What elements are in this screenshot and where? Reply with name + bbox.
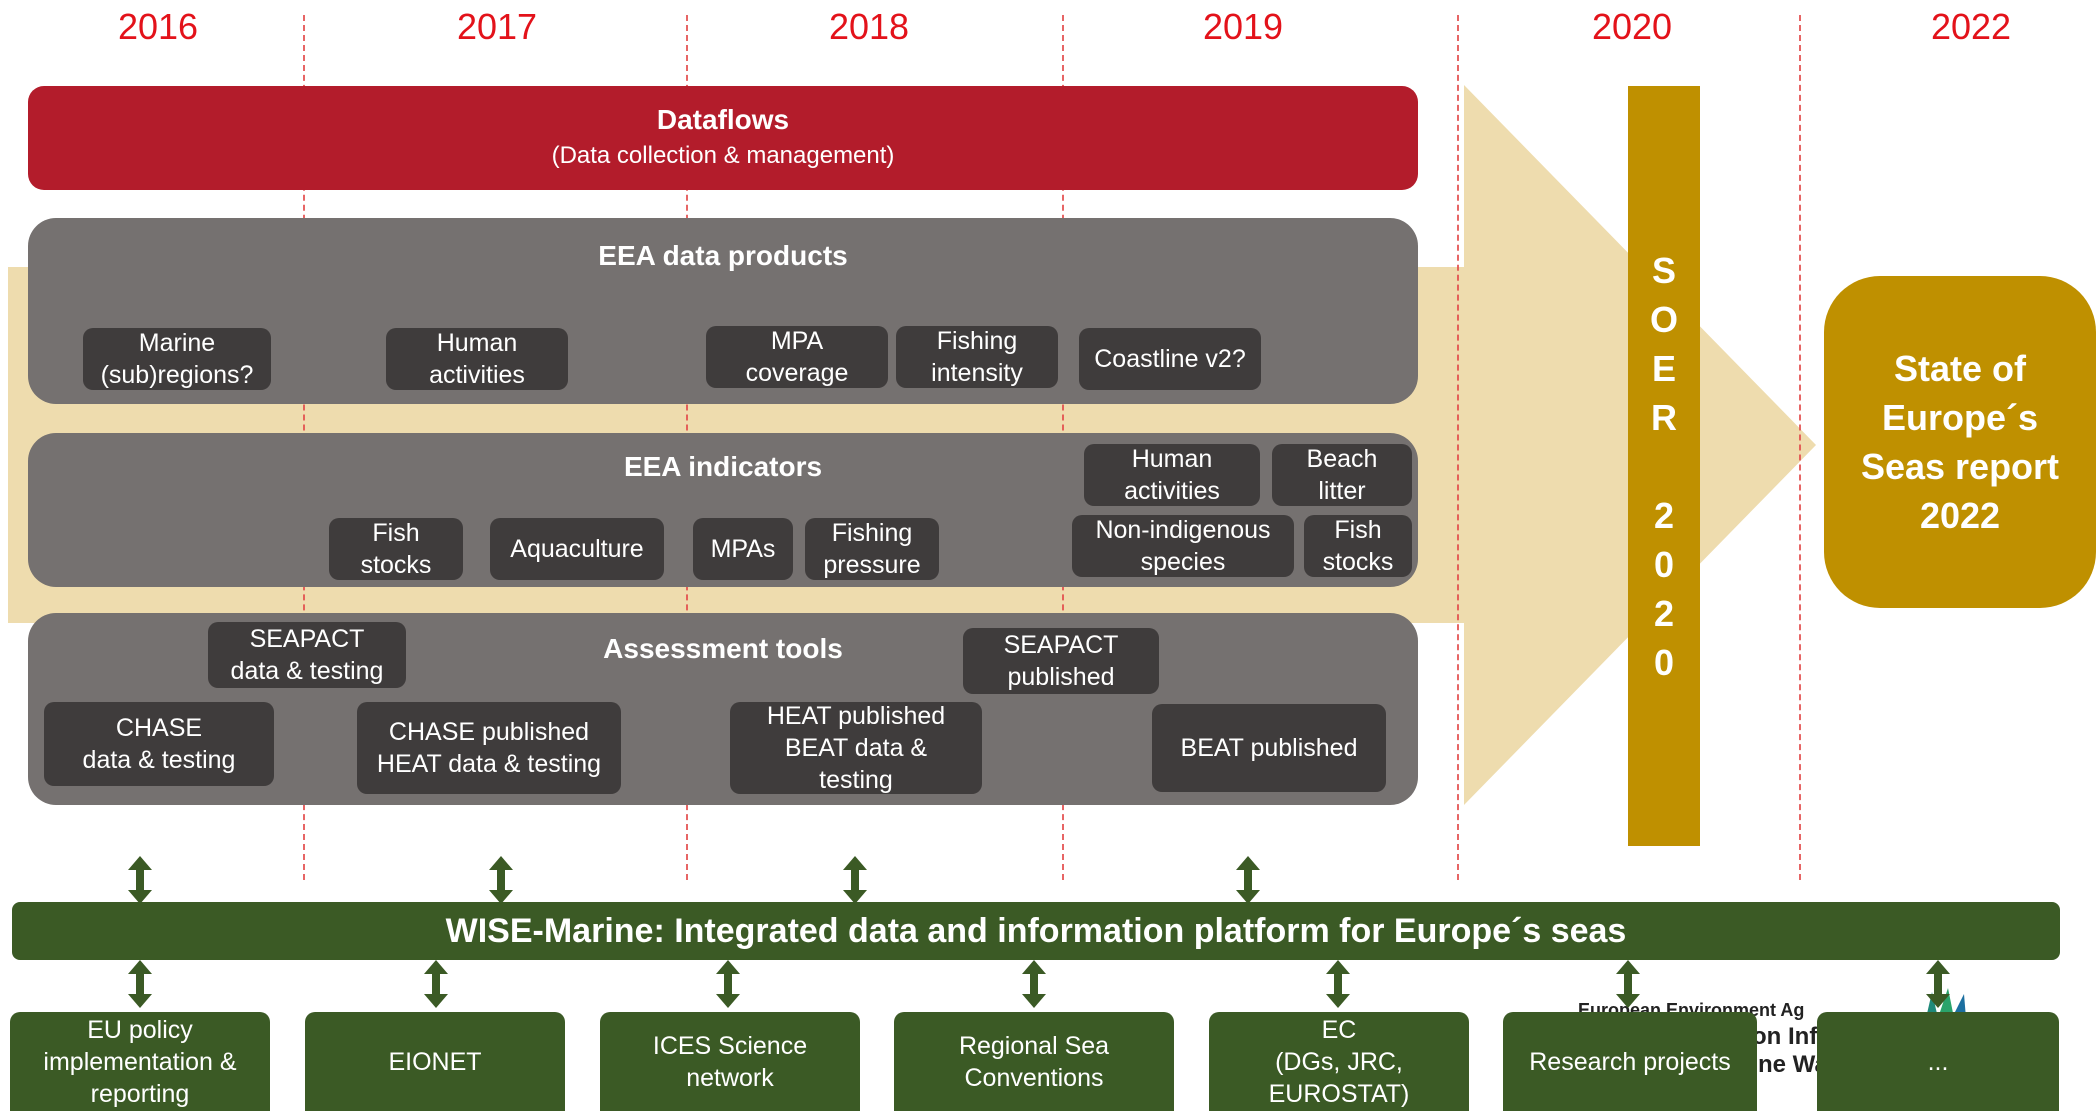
eea-logo-line3: ne Wa: [1758, 1051, 1828, 1078]
dataflows-title: Dataflows: [656, 104, 790, 135]
indicator-beach-litter: Beach litter: [1272, 444, 1412, 506]
soer-letter: 2: [1653, 593, 1675, 634]
data-products-title: EEA data products: [598, 240, 848, 271]
double-arrow-icon: [1236, 856, 1260, 904]
tool-heat-published-beat-data: HEAT published BEAT data & testing: [730, 702, 982, 794]
partner-regional-sea-conventions: Regional Sea Conventions: [894, 1012, 1174, 1111]
double-arrow-icon: [1022, 960, 1046, 1008]
soer-letter: S: [1651, 250, 1676, 291]
double-arrow-icon: [1326, 960, 1350, 1008]
dataflows-bar: Dataflows (Data collection & management): [28, 86, 1418, 190]
product-marine-subregions: Marine (sub)regions?: [83, 328, 271, 390]
state-of-europes-seas-report: State of Europe´s Seas report 2022: [1824, 276, 2096, 608]
partner-research-projects: Research projects: [1503, 1012, 1757, 1111]
double-arrow-icon: [128, 856, 152, 904]
soer-letter: R: [1651, 397, 1677, 438]
soer-2020-bar: S O E R 2 0 2 0: [1628, 86, 1700, 846]
year-divider-4: [1457, 15, 1459, 880]
double-arrow-icon: [716, 960, 740, 1008]
soer-letter: E: [1651, 348, 1676, 389]
soer-letter: O: [1649, 299, 1678, 340]
indicator-fish-stocks-2: Fish stocks: [1304, 515, 1412, 577]
indicator-human-activities: Human activities: [1084, 444, 1260, 506]
indicator-non-indigenous-species: Non-indigenous species: [1072, 515, 1294, 577]
soer-letter: 0: [1653, 544, 1675, 585]
year-divider-5: [1799, 15, 1801, 880]
product-mpa-coverage: MPA coverage: [706, 326, 888, 388]
wise-marine-bar: WISE-Marine: Integrated data and informa…: [12, 902, 2060, 960]
double-arrow-icon: [424, 960, 448, 1008]
indicator-fishing-pressure: Fishing pressure: [805, 518, 939, 580]
year-label-2017: 2017: [456, 6, 538, 47]
product-human-activities: Human activities: [386, 328, 568, 390]
partner-eu-policy: EU policy implementation & reporting: [10, 1012, 270, 1111]
product-fishing-intensity: Fishing intensity: [896, 326, 1058, 388]
indicator-fish-stocks: Fish stocks: [329, 518, 463, 580]
product-coastline-v2: Coastline v2?: [1079, 328, 1261, 390]
partner-ec: EC (DGs, JRC, EUROSTAT): [1209, 1012, 1469, 1111]
dataflows-subtitle: (Data collection & management): [551, 142, 895, 169]
indicator-mpas: MPAs: [693, 518, 793, 580]
partner-eionet: EIONET: [305, 1012, 565, 1111]
double-arrow-icon: [489, 856, 513, 904]
double-arrow-icon: [128, 960, 152, 1008]
partner-more: ...: [1817, 1012, 2059, 1111]
partner-ices-science-network: ICES Science network: [600, 1012, 860, 1111]
tool-chase-data-testing: CHASE data & testing: [44, 702, 274, 786]
year-label-2020: 2020: [1591, 6, 1673, 47]
soer-letter: 2: [1653, 495, 1675, 536]
tool-beat-published: BEAT published: [1152, 704, 1386, 792]
double-arrow-icon: [843, 856, 867, 904]
wise-marine-title: WISE-Marine: Integrated data and informa…: [445, 911, 1627, 950]
double-arrow-icon: [1926, 960, 1950, 1008]
soer-letters: S O E R 2 0 2 0: [1628, 246, 1700, 687]
indicators-title: EEA indicators: [623, 451, 823, 482]
tool-chase-published-heat-data: CHASE published HEAT data & testing: [357, 702, 621, 794]
year-label-2016: 2016: [117, 6, 199, 47]
tool-seapact-published: SEAPACT published: [963, 628, 1159, 694]
assessment-tools-title: Assessment tools: [603, 633, 843, 664]
year-label-2019: 2019: [1202, 6, 1284, 47]
soer-letter: [1628, 442, 1700, 491]
year-label-2022: 2022: [1930, 6, 2012, 47]
soer-letter: 0: [1653, 642, 1675, 683]
indicator-aquaculture: Aquaculture: [490, 518, 664, 580]
double-arrow-icon: [1616, 960, 1640, 1008]
year-label-2018: 2018: [828, 6, 910, 47]
tool-seapact-data-testing: SEAPACT data & testing: [208, 622, 406, 688]
eea-logo-line2: on Inf: [1752, 1023, 1818, 1050]
